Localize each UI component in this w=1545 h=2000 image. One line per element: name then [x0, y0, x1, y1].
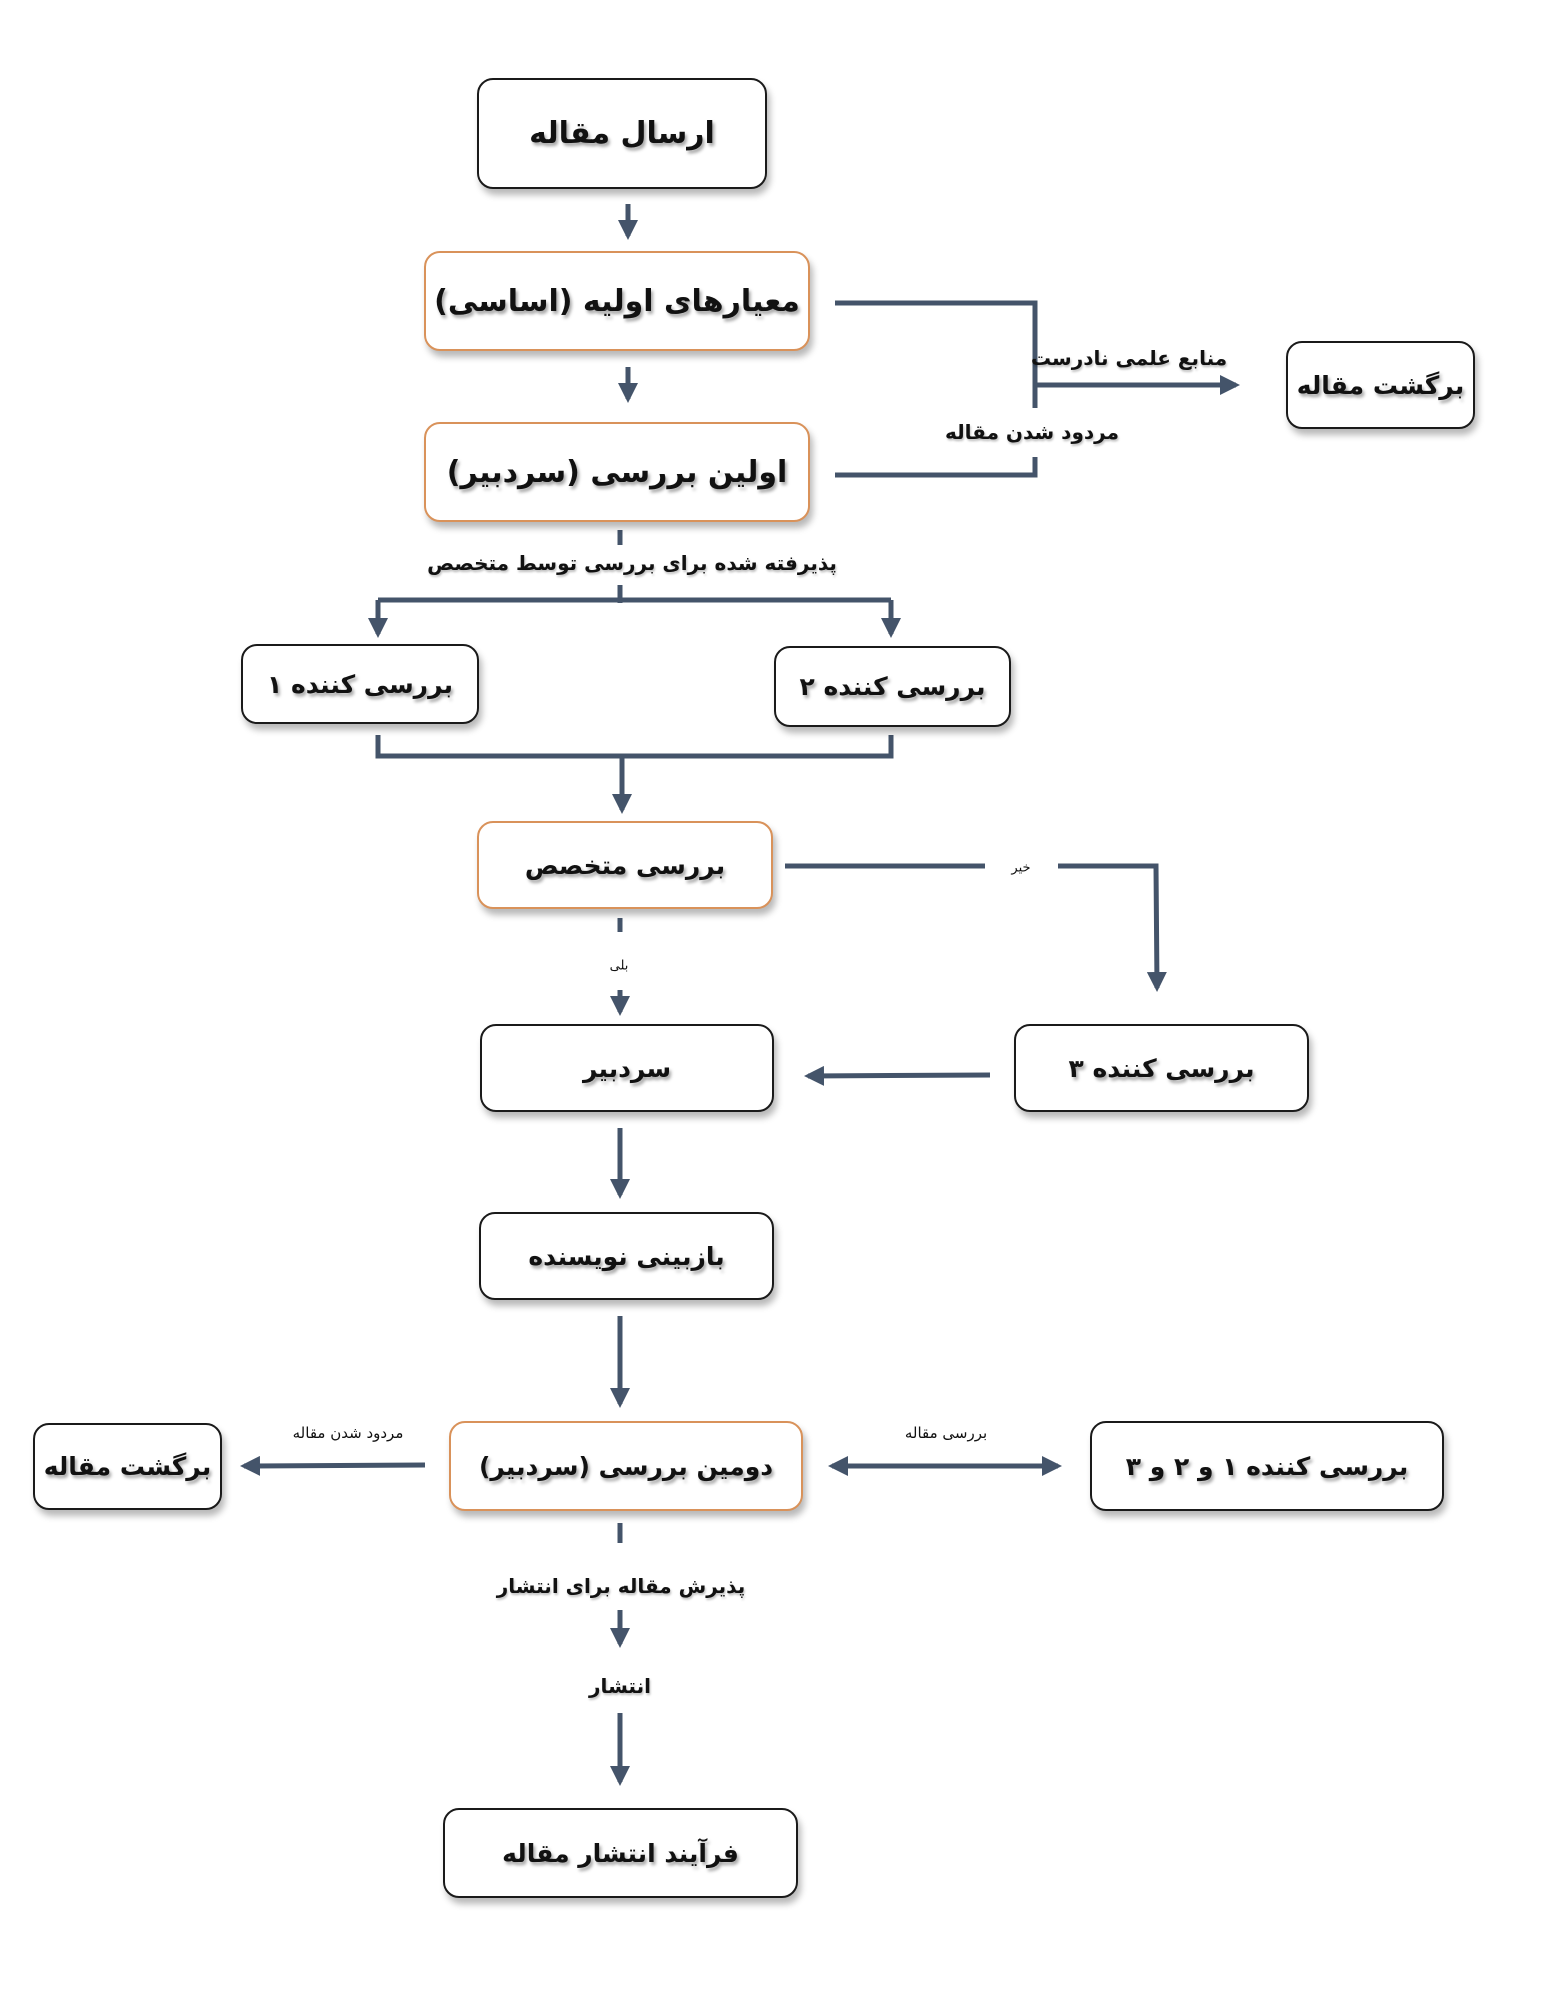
- node-reviewers-1-2-3: بررسی کننده ۱ و ۲ و ۳: [1090, 1421, 1444, 1511]
- connector-first-review-reject: [835, 457, 1038, 478]
- node-initial-criteria: معیارهای اولیه (اساسی): [424, 251, 810, 351]
- label-accepted-for-expert: پذیرفته شده برای بررسی توسط متخصص: [427, 551, 837, 575]
- connector-reviewers-merge: [375, 735, 894, 759]
- node-submit-article: ارسال مقاله: [477, 78, 767, 189]
- node-reviewer-2: بررسی کننده ۲: [774, 646, 1011, 727]
- node-return-article-top: برگشت مقاله: [1286, 341, 1475, 429]
- label-yes: بلی: [609, 958, 629, 974]
- arrow-reviewer3-to-editor: [804, 1065, 991, 1086]
- label-no: خیر: [1011, 860, 1031, 876]
- node-expert-review: بررسی متخصص: [477, 821, 773, 909]
- node-reviewer-3: بررسی کننده ۳: [1014, 1024, 1309, 1112]
- node-reviewer-1: بررسی کننده ۱: [241, 644, 479, 724]
- label-review-article: بررسی مقاله: [904, 1424, 988, 1442]
- label-rejected-bottom: مردود شدن مقاله: [292, 1424, 404, 1442]
- label-wrong-sources: منابع علمی نادرست: [1030, 346, 1228, 370]
- node-return-article-bottom: برگشت مقاله: [33, 1423, 222, 1510]
- node-editor: سردبیر: [480, 1024, 774, 1112]
- label-rejected-top: مردود شدن مقاله: [945, 420, 1119, 444]
- node-author-revision: بازبینی نویسنده: [479, 1212, 774, 1300]
- label-accept-for-publish: پذیرش مقاله برای انتشار: [496, 1574, 746, 1598]
- arrow-no-to-reviewer3: [1058, 863, 1167, 992]
- node-first-review-editor: اولین بررسی (سردبیر): [424, 422, 810, 522]
- node-publication-process: فرآیند انتشار مقاله: [443, 1808, 798, 1898]
- label-publish: انتشار: [589, 1674, 651, 1698]
- arrow-to-return-bottom: [240, 1455, 426, 1476]
- node-second-review-editor: دومین بررسی (سردبیر): [449, 1421, 803, 1511]
- connector-criteria-reject: [835, 300, 1038, 408]
